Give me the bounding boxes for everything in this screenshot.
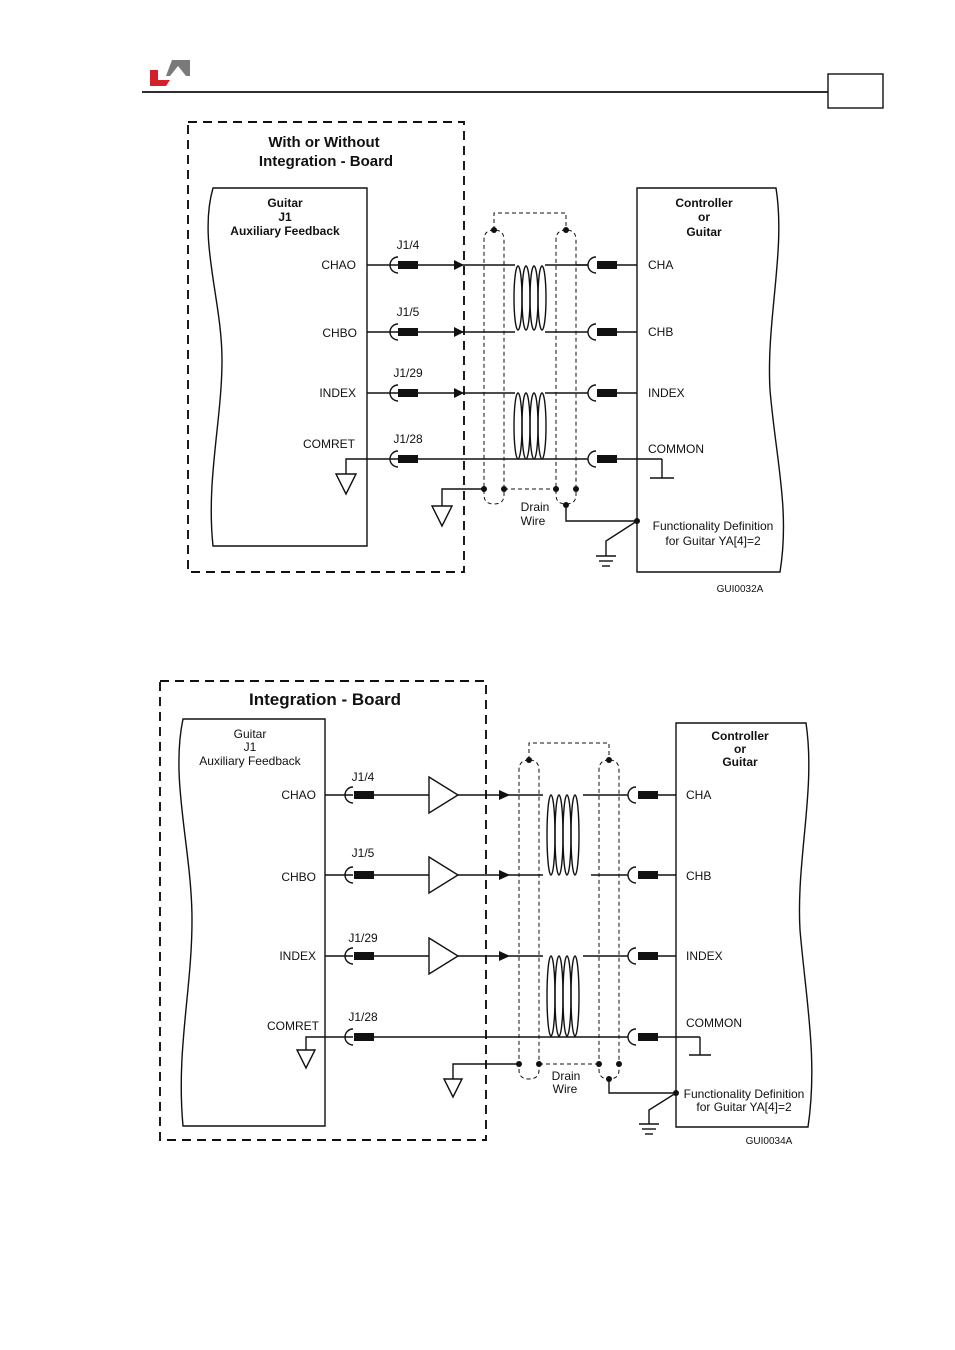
right-controller-block-2: [675, 722, 813, 1128]
diagram-1: With or Without Integration - Board Guit…: [187, 121, 785, 595]
func-def-1-line2: for Guitar YA[4]=2: [665, 534, 761, 548]
company-logo-icon: [150, 60, 190, 86]
right-signal-chb-1: CHB: [648, 325, 673, 339]
left-guitar-block-2: [178, 718, 326, 1127]
left-block-2-line2: J1: [244, 740, 257, 754]
diagram-1-ref: GUI0032A: [717, 584, 764, 595]
line-driver-buffers-2: [428, 775, 460, 976]
func-def-2-line1: Functionality Definition: [684, 1087, 805, 1101]
drain-wire-label-1-line1: Drain: [521, 500, 550, 514]
right-signal-cha-2: CHA: [686, 788, 711, 802]
integration-board-boundary-1: [187, 121, 465, 573]
pin-j1-5-2: J1/5: [352, 846, 375, 860]
buffer-chao-icon: [428, 775, 460, 815]
right-block-2-line3: Guitar: [722, 755, 758, 769]
right-block-2-line2: or: [734, 742, 746, 756]
left-guitar-block-1: [207, 187, 368, 547]
drain-wire-label-2-line1: Drain: [552, 1069, 581, 1083]
header: [142, 60, 884, 109]
shield-ground-icon-2: [442, 1063, 519, 1099]
comret-ground-icon-1: [334, 458, 367, 496]
right-connectors-2: [627, 786, 700, 1046]
right-controller-block-1: [636, 187, 785, 573]
pin-j1-29-1: J1/29: [393, 366, 423, 380]
signal-chao-1: CHAO: [321, 258, 356, 272]
buffer-index-icon: [428, 936, 460, 976]
shield-ground-icon-1: [430, 488, 484, 528]
diagram-2-title: Integration - Board: [249, 690, 401, 709]
signal-index-1: INDEX: [319, 386, 356, 400]
func-def-1-line1: Functionality Definition: [653, 519, 774, 533]
left-block-2-line1: Guitar: [234, 727, 267, 741]
right-signal-index-2: INDEX: [686, 949, 723, 963]
diagram-1-title-line2: Integration - Board: [259, 153, 393, 170]
left-block-2-line3: Auxiliary Feedback: [199, 754, 301, 768]
right-signal-index-1: INDEX: [648, 386, 685, 400]
twisted-pair-2b-icon: [546, 955, 580, 1037]
right-block-1-line2: or: [698, 210, 710, 224]
twisted-pair-1b-icon: [513, 392, 547, 460]
pin-j1-29-2: J1/29: [348, 931, 378, 945]
signal-comret-2: COMRET: [267, 1019, 320, 1033]
diagram-1-title-line1: With or Without: [268, 134, 379, 151]
right-connectors-1: [576, 256, 662, 468]
earth-ground-icon-1: [596, 555, 616, 567]
pin-j1-4-2: J1/4: [352, 770, 375, 784]
pin-j1-5-1: J1/5: [397, 305, 420, 319]
signal-chbo-2: CHBO: [281, 870, 316, 884]
left-connectors-2: [344, 786, 374, 1046]
signal-wires-1: [418, 260, 588, 460]
drain-connection-2: [608, 1079, 679, 1124]
diagram-2-ref: GUI0034A: [746, 1136, 793, 1147]
drain-connection-1: [565, 505, 640, 556]
signal-chao-2: CHAO: [281, 788, 316, 802]
common-ground-icon-2: [689, 1037, 711, 1056]
common-ground-icon-1: [650, 459, 674, 479]
left-block-1-line2: J1: [278, 210, 292, 224]
signal-comret-1: COMRET: [303, 437, 356, 451]
right-block-1-line1: Controller: [675, 196, 733, 210]
right-block-2-line1: Controller: [711, 729, 769, 743]
func-def-2-line2: for Guitar YA[4]=2: [696, 1100, 792, 1114]
drain-wire-label-2-line2: Wire: [553, 1082, 578, 1096]
comret-ground-icon-2: [295, 1036, 325, 1070]
signal-index-2: INDEX: [279, 949, 316, 963]
right-signal-cha-1: CHA: [648, 258, 673, 272]
right-block-1-line3: Guitar: [686, 225, 722, 239]
cable-shield-1: [481, 212, 579, 508]
left-block-1-line1: Guitar: [267, 196, 303, 210]
earth-ground-icon-2: [639, 1123, 659, 1135]
left-stubs-1: [367, 264, 398, 460]
signal-wires-2: [374, 790, 628, 1038]
pin-j1-28-1: J1/28: [393, 432, 423, 446]
diagram-2: Integration - Board Guitar J1 Auxiliary …: [159, 680, 813, 1147]
pin-j1-4-1: J1/4: [397, 238, 420, 252]
twisted-pair-1a-icon: [513, 265, 547, 331]
twisted-pair-2a-icon: [546, 794, 580, 876]
integration-board-boundary-2: [159, 680, 487, 1141]
right-signal-common-1: COMMON: [648, 442, 704, 456]
drain-wire-label-1-line2: Wire: [521, 514, 546, 528]
page-number-box: [827, 73, 884, 109]
pin-j1-28-2: J1/28: [348, 1010, 378, 1024]
left-stubs-2: [325, 794, 353, 1038]
right-signal-common-2: COMMON: [686, 1016, 742, 1030]
buffer-chbo-icon: [428, 855, 460, 895]
right-signal-chb-2: CHB: [686, 869, 711, 883]
left-block-1-line3: Auxiliary Feedback: [230, 224, 340, 238]
signal-chbo-1: CHBO: [322, 326, 357, 340]
